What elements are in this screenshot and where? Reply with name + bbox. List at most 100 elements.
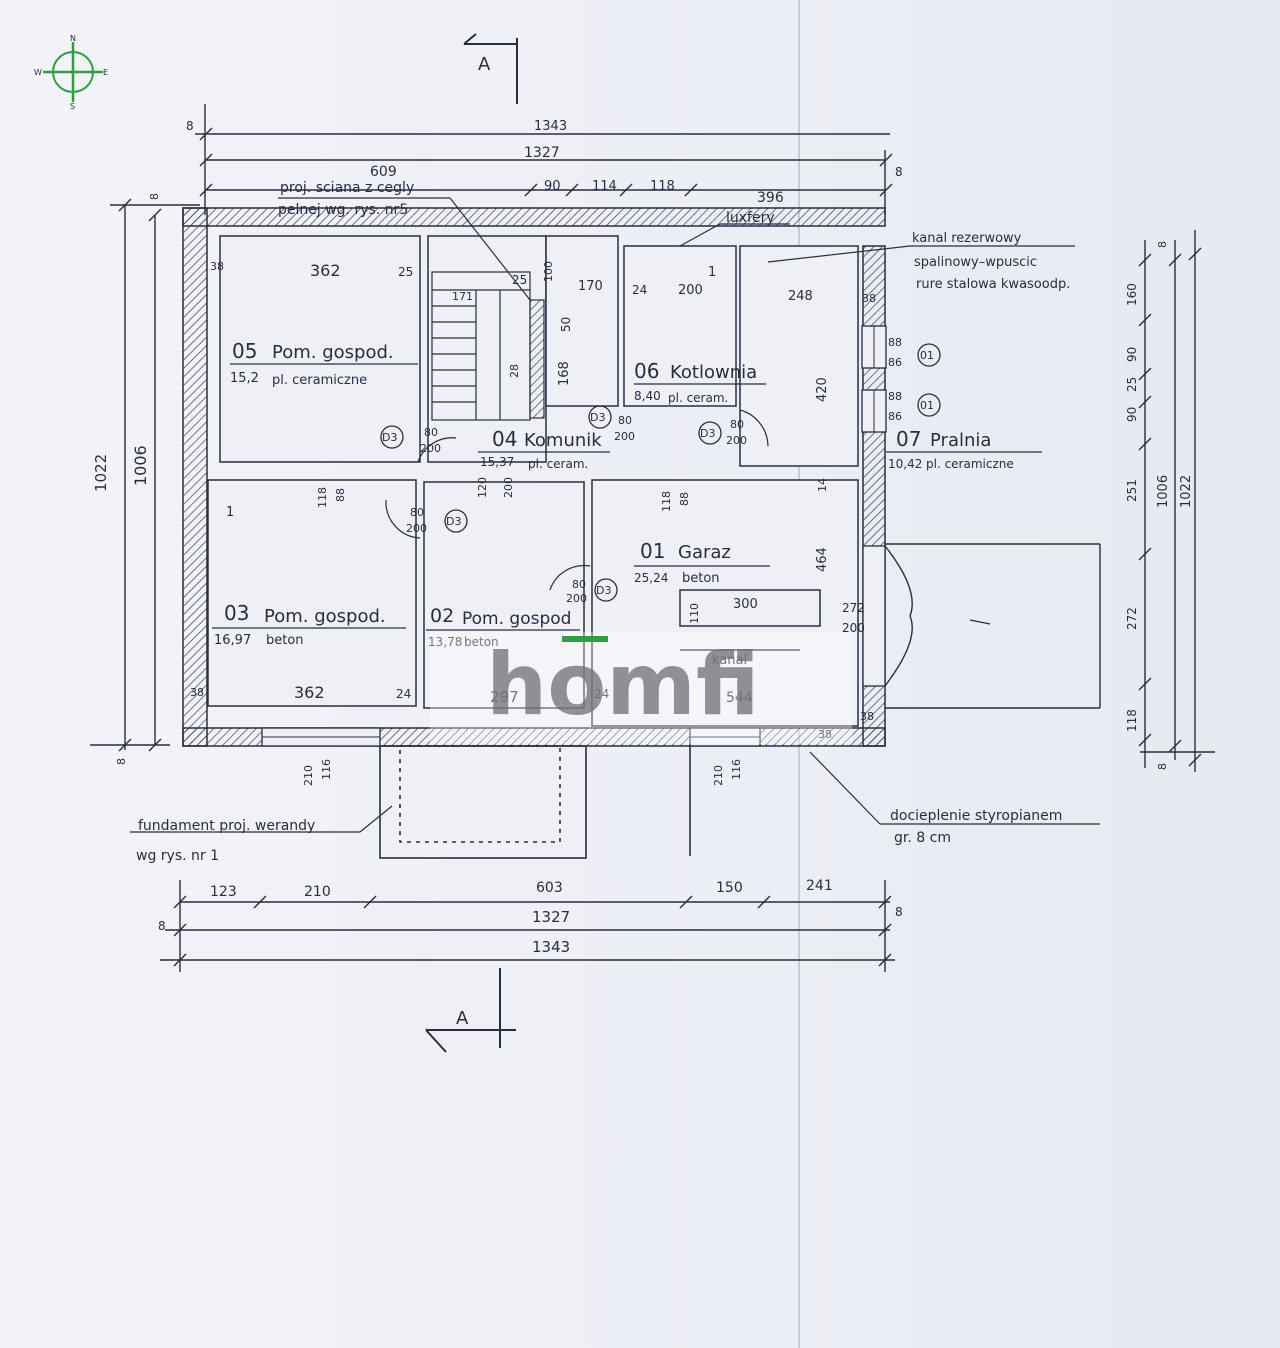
svg-text:25: 25 [398, 265, 413, 279]
svg-text:200: 200 [842, 621, 865, 635]
section-label-top: A [478, 54, 491, 75]
inner-dimensions: 362 25 25 100 171 50 28 168 170 24 200 2… [190, 260, 902, 786]
dim-left-1006: 1006 [131, 445, 150, 486]
room-06-no: 06 [634, 359, 659, 383]
dim-top-edge-left: 8 [186, 119, 194, 133]
door-tag: D3 80 200 [698, 409, 769, 447]
dim-right-272: 272 [1125, 607, 1139, 630]
dim-top-90: 90 [544, 179, 561, 194]
svg-text:38: 38 [210, 260, 224, 273]
dim-right-251: 251 [1125, 479, 1139, 502]
room-05-area: 15,2 [230, 371, 259, 386]
svg-text:D3: D3 [596, 584, 611, 597]
svg-text:88: 88 [678, 492, 691, 506]
dim-bottom-edge-right: 8 [895, 905, 903, 919]
room-02-floor: beton [464, 635, 499, 649]
svg-text:362: 362 [310, 261, 341, 280]
dimension-lines-left [90, 198, 200, 752]
svg-text:01: 01 [920, 399, 934, 412]
room-07-no: 07 [896, 427, 921, 451]
foundation-note-1: fundament proj. werandy [138, 818, 315, 834]
svg-text:170: 170 [578, 279, 603, 294]
door-tag: D3 80 200 [385, 499, 468, 539]
room-07: 07 Pralnia 10,42 pl. ceramiczne [886, 427, 1042, 471]
svg-text:118: 118 [660, 491, 673, 512]
svg-text:38: 38 [862, 292, 876, 305]
svg-text:210: 210 [302, 765, 315, 786]
svg-text:24: 24 [594, 687, 609, 701]
svg-text:116: 116 [730, 759, 743, 780]
dim-right-90a: 90 [1125, 347, 1139, 362]
svg-text:38: 38 [818, 728, 832, 741]
door-tag: D3 80 200 [588, 405, 635, 443]
dim-bottom-1343: 1343 [532, 938, 570, 956]
section-mark-bottom [425, 968, 516, 1053]
room-02-name: Pom. gospod [462, 609, 571, 629]
wall-note-line1: proj. sciana z cegly [280, 180, 414, 196]
svg-text:80: 80 [572, 578, 586, 591]
room-07-floor: pl. ceramiczne [926, 457, 1014, 471]
room-04-floor: pl. ceram. [528, 457, 588, 471]
dim-right-160: 160 [1125, 283, 1139, 306]
svg-text:200: 200 [678, 283, 703, 298]
dim-top-609: 609 [370, 164, 397, 180]
room-04-no: 04 [492, 427, 517, 451]
room-02-no: 02 [430, 605, 454, 627]
svg-text:80: 80 [410, 506, 424, 519]
room-02-area: 13,78 [428, 635, 462, 649]
insulation-note-2: gr. 8 cm [894, 830, 951, 846]
svg-text:80: 80 [730, 418, 744, 431]
svg-text:D3: D3 [382, 431, 397, 444]
svg-text:120: 120 [476, 477, 489, 498]
svg-text:14: 14 [816, 478, 829, 492]
garage-pit [679, 589, 821, 651]
svg-text:D3: D3 [700, 427, 715, 440]
svg-text:200: 200 [566, 592, 587, 605]
section-mark-top [463, 33, 518, 104]
dim-right-top-8: 8 [1156, 241, 1169, 248]
svg-text:200: 200 [502, 477, 515, 498]
veranda-foundation [379, 745, 691, 859]
svg-text:24: 24 [396, 687, 411, 701]
kanal-label: kanal [712, 653, 747, 668]
svg-text:168: 168 [557, 361, 572, 386]
svg-text:24: 24 [632, 283, 647, 297]
svg-text:200: 200 [406, 522, 427, 535]
room-06: 06 Kotlownia 8,40 pl. ceram. [634, 359, 766, 405]
compass-icon: N S E W [34, 34, 108, 111]
dimension-lines-top [195, 104, 893, 215]
room-01-floor: beton [682, 571, 720, 586]
svg-text:D3: D3 [446, 515, 461, 528]
room-03: 03 Pom. gospod. 16,97 beton [212, 601, 406, 648]
dim-top-118: 118 [650, 179, 675, 194]
dim-right-1006: 1006 [1156, 475, 1171, 508]
inner-walls [207, 235, 859, 727]
staircase [431, 271, 545, 421]
dim-bottom-150: 150 [716, 880, 743, 896]
svg-text:80: 80 [424, 426, 438, 439]
svg-text:200: 200 [614, 430, 635, 443]
dim-bottom-241: 241 [806, 878, 833, 894]
wall-note-line2: pelnej wg. rys. nr5 [278, 202, 408, 218]
compass-n: N [70, 34, 76, 43]
svg-text:88: 88 [888, 390, 902, 403]
svg-text:362: 362 [294, 683, 325, 702]
room-03-no: 03 [224, 601, 249, 625]
svg-text:01: 01 [920, 349, 934, 362]
room-04: 04 Komunik 15,37 pl. ceram. [478, 427, 610, 471]
dim-top-edge-right: 8 [895, 165, 903, 179]
dim-right-25: 25 [1125, 377, 1139, 392]
homfi-watermark-logo: homfi [430, 632, 852, 744]
dim-top-outer: 1343 [534, 119, 567, 134]
room-06-name: Kotlownia [670, 362, 757, 383]
dim-bottom-edge-left: 8 [158, 919, 166, 933]
dim-top-inner: 1327 [524, 145, 560, 161]
watermark-text: homfi [486, 635, 760, 735]
garage-driveway [884, 543, 1101, 709]
compass-e: E [103, 68, 108, 77]
dim-bottom-603: 603 [536, 880, 563, 896]
svg-text:272: 272 [842, 601, 865, 615]
room-06-area: 8,40 [634, 389, 661, 403]
dimension-lines-right [1138, 230, 1215, 772]
